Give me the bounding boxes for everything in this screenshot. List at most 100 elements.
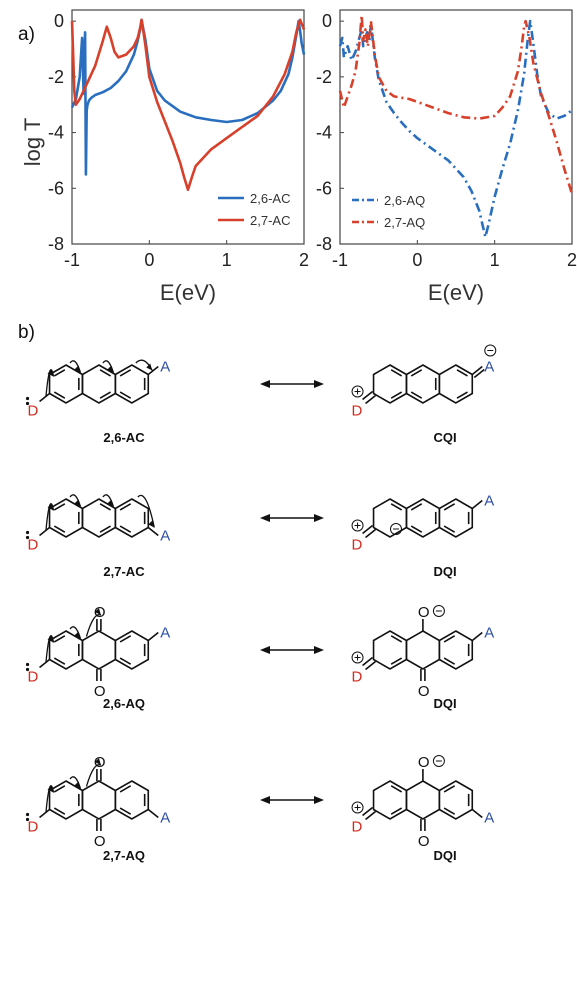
acceptor-atom: A: [484, 810, 494, 827]
y-tick-label: -6: [316, 178, 332, 198]
x-tick-label: -1: [332, 250, 348, 270]
arrowhead: [47, 503, 54, 511]
double-bond: [119, 525, 132, 533]
arrowhead: [107, 499, 114, 507]
series-line-2,6-AC: [70, 18, 306, 176]
double-bond: [410, 525, 423, 533]
arrowhead: [74, 781, 81, 789]
double-bond: [99, 525, 111, 533]
double-bond: [119, 369, 132, 377]
arrowhead: [74, 631, 81, 639]
ring-bond: [48, 498, 84, 538]
acceptor-atom: A: [160, 359, 170, 376]
oxygen-atom: O: [94, 683, 106, 700]
electron-arrow: [45, 503, 55, 531]
double-bond: [443, 635, 456, 643]
donor-atom: D: [28, 403, 39, 420]
double-bond: [390, 369, 403, 377]
plot-left-x-axis-label: E(eV): [160, 280, 216, 305]
donor-atom: D: [352, 537, 363, 554]
panel-a-label: a): [18, 24, 35, 45]
double-bond: [456, 391, 468, 399]
double-bond: [443, 807, 456, 815]
electron-arrow: [85, 613, 102, 637]
donor-atom: D: [352, 669, 363, 686]
double-bond: [99, 391, 111, 399]
double-bond: [390, 391, 403, 399]
plot-right-lines: [338, 14, 574, 239]
electron-arrow: [85, 763, 102, 787]
double-bond: [390, 657, 403, 665]
double-bond: [53, 503, 66, 511]
double-bond: [443, 657, 456, 665]
ring-bond: [81, 630, 117, 670]
legend-label: 2,7-AQ: [384, 215, 425, 230]
y-axis-label: log T: [20, 118, 45, 167]
x-tick-label: 0: [412, 250, 422, 270]
double-bond: [119, 503, 132, 511]
y-tick-label: -6: [48, 178, 64, 198]
x-tick-label: 1: [222, 250, 232, 270]
plot-left-lines: [70, 18, 306, 191]
x-tick-label: 2: [299, 250, 309, 270]
y-tick-label: -2: [48, 67, 64, 87]
ring-bond: [372, 364, 408, 404]
ring-bond: [405, 364, 441, 404]
oxygen-atom: O: [418, 683, 430, 700]
ring-bond: [438, 630, 474, 670]
acceptor-atom: A: [484, 359, 494, 376]
x-tick-label: -1: [64, 250, 80, 270]
double-bond: [119, 657, 132, 665]
double-bond: [390, 635, 403, 643]
double-bond: [390, 807, 403, 815]
ring-bond: [372, 630, 408, 670]
double-bond: [53, 635, 66, 643]
positive-charge: [351, 651, 364, 664]
ring-bond: [114, 630, 150, 670]
y-tick-label: -4: [316, 123, 332, 143]
negative-charge: [432, 755, 445, 767]
positive-charge: [351, 385, 364, 398]
ring-bond: [114, 780, 150, 820]
electron-arrow: [69, 494, 82, 507]
double-bond: [410, 391, 423, 399]
oxygen-atom: O: [418, 754, 430, 771]
ring-bond: [405, 498, 441, 538]
ring-bond: [438, 780, 474, 820]
double-bond: [390, 785, 403, 793]
double-bond: [99, 369, 111, 377]
legend-label: 2,6-AC: [250, 191, 290, 206]
electron-arrow: [69, 626, 82, 639]
y-tick-label: -2: [316, 67, 332, 87]
interference-label: DQI: [433, 696, 456, 711]
positive-charge: [351, 801, 364, 814]
electron-arrow: [45, 369, 55, 397]
molecule-label: 2,7-AC: [103, 564, 145, 579]
arrowhead: [47, 785, 54, 793]
arrowhead: [74, 365, 81, 373]
plot-right-legend: 2,6-AQ2,7-AQ: [352, 193, 425, 230]
arrowhead: [146, 363, 153, 371]
plot-right-x-axis-label: E(eV): [428, 280, 484, 305]
double-bond: [99, 503, 111, 511]
acceptor-atom: A: [484, 625, 494, 642]
arrowhead: [107, 365, 114, 373]
molecule-left-1: DA2,7-AC: [25, 494, 324, 579]
interference-label: DQI: [433, 848, 456, 863]
x-tick-label: 2: [567, 250, 577, 270]
double-bond: [410, 369, 423, 377]
ring-bond: [48, 780, 84, 820]
molecule-label: 2,6-AQ: [103, 696, 145, 711]
double-bond: [53, 657, 66, 665]
oxygen-atom: O: [94, 833, 106, 850]
y-tick-label: -8: [48, 234, 64, 254]
interference-label: DQI: [433, 564, 456, 579]
double-bond: [119, 807, 132, 815]
arrowhead: [47, 369, 54, 377]
donor-atom: D: [352, 403, 363, 420]
